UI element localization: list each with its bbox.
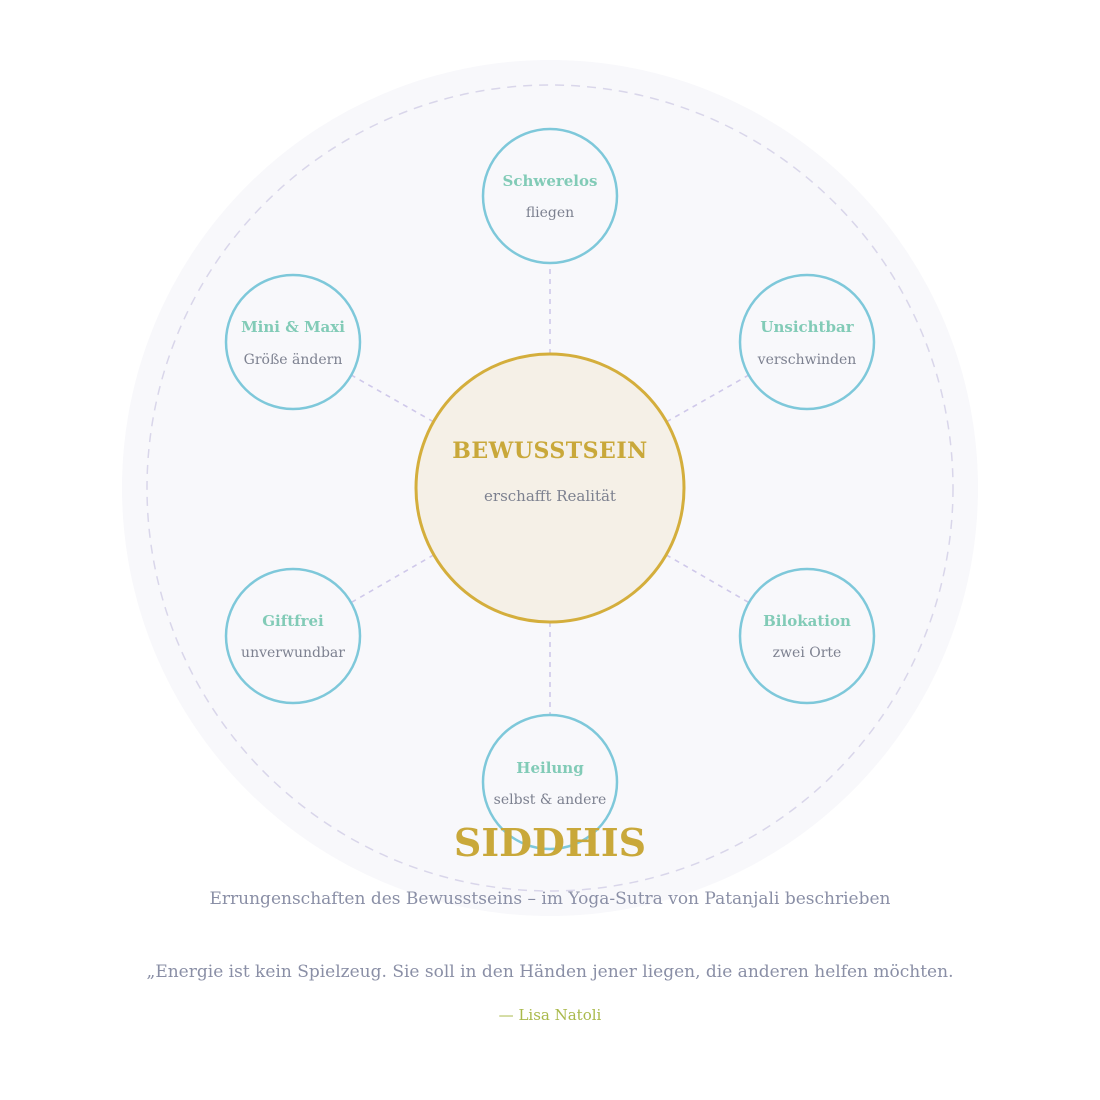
page-subtitle: Errungenschaften des Bewusstseins – im Y… [210,889,891,909]
node-mini-maxi: Mini & Maxi Größe ändern [224,273,362,411]
node-title: Heilung [516,759,584,777]
dashed-orbit-ring [146,84,954,892]
node-circle [481,127,619,265]
center-circle [414,352,686,624]
node-title: Giftfrei [262,612,324,630]
node-giftfrei: Giftfrei unverwundbar [224,567,362,705]
siddhi-nodes: Schwerelos fliegen Unsichtbar verschwind… [224,127,876,851]
page-title: SIDDHIS [454,820,646,865]
node-title: Schwerelos [503,172,598,190]
center-title: BEWUSSTSEIN [452,438,647,464]
node-subtitle: fliegen [526,205,574,221]
node-circle [738,567,876,705]
node-title: Mini & Maxi [241,318,345,336]
node-title: Bilokation [763,612,851,630]
center-node: BEWUSSTSEIN erschafft Realität [414,352,686,624]
node-circle [738,273,876,411]
quote-author: — Lisa Natoli [499,1006,602,1024]
node-schwerelos: Schwerelos fliegen [481,127,619,265]
node-unsichtbar: Unsichtbar verschwinden [738,273,876,411]
node-subtitle: selbst & andere [494,792,607,808]
node-bilokation: Bilokation zwei Orte [738,567,876,705]
node-circle [224,273,362,411]
node-heilung: Heilung selbst & andere [481,713,619,851]
node-subtitle: zwei Orte [773,645,842,661]
quote-text: „Energie ist kein Spielzeug. Sie soll in… [147,962,954,982]
node-circle [481,713,619,851]
node-title: Unsichtbar [760,318,854,336]
node-subtitle: Größe ändern [244,352,343,368]
center-subtitle: erschafft Realität [484,487,616,505]
node-subtitle: unverwundbar [241,645,345,661]
node-subtitle: verschwinden [757,352,857,368]
node-circle [224,567,362,705]
